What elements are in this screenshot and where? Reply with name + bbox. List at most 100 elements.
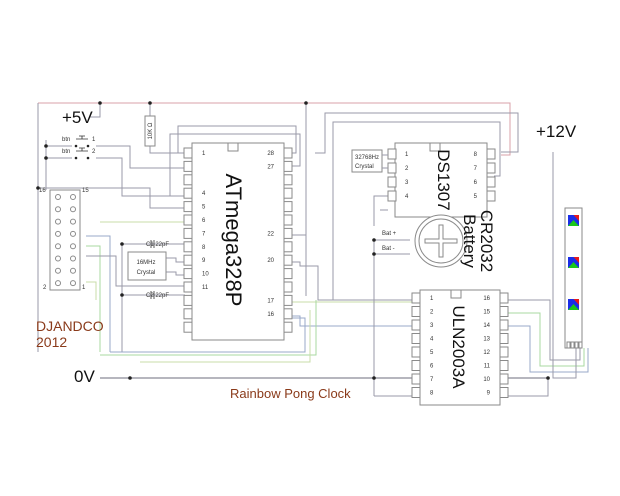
junction bbox=[372, 376, 376, 380]
wire-17 bbox=[290, 301, 425, 311]
wire-loop-1 bbox=[177, 125, 297, 154]
junction bbox=[98, 101, 102, 105]
crystal-body bbox=[351, 149, 383, 173]
rtc-pin-label: 7 bbox=[474, 166, 478, 172]
wire-xtal-1 bbox=[166, 257, 185, 263]
mcu-pin bbox=[183, 254, 193, 266]
capacitor-c1: C1 22pF bbox=[146, 240, 169, 248]
mcu-pin-label: 8 bbox=[202, 245, 206, 251]
crystal-label: Crystal bbox=[355, 164, 374, 170]
mcu-pin-label: 27 bbox=[267, 164, 274, 170]
wire-res-bottom bbox=[149, 146, 185, 154]
junction bbox=[128, 376, 132, 380]
battery-model: CR2032 bbox=[477, 210, 496, 272]
junction bbox=[120, 242, 124, 246]
junction bbox=[120, 293, 124, 297]
driver-pin bbox=[499, 387, 509, 398]
battery-label: Battery bbox=[460, 214, 479, 268]
connector-hole bbox=[55, 255, 61, 262]
connector-hole bbox=[70, 243, 76, 250]
mcu-pin bbox=[183, 214, 193, 226]
wire-xtal-2 bbox=[166, 271, 185, 276]
mcu-pin bbox=[283, 187, 293, 199]
crystal-body bbox=[127, 251, 167, 281]
mcu-pin bbox=[283, 241, 293, 253]
wire-conn-blue-1 bbox=[86, 235, 111, 352]
connector-pin-2: 2 bbox=[43, 285, 47, 291]
battery-inner bbox=[418, 218, 464, 264]
author-label: DJANDCO bbox=[36, 318, 104, 334]
rtc-pin bbox=[486, 190, 496, 202]
mcu-pin bbox=[283, 294, 293, 306]
mcu-pin-label: 11 bbox=[202, 285, 209, 291]
rgb-led-red bbox=[573, 257, 579, 263]
connector-hole bbox=[70, 267, 76, 274]
capacitor-c2: C2 22pF bbox=[146, 291, 169, 299]
connector-hole bbox=[55, 243, 61, 250]
connector-hole bbox=[70, 255, 76, 262]
wire-ds-3 bbox=[373, 195, 388, 226]
rtc-pin bbox=[387, 190, 397, 202]
driver-pin-label: 11 bbox=[484, 364, 491, 370]
rtc-pin bbox=[486, 176, 496, 188]
wire-5v-rail bbox=[38, 102, 511, 156]
resistor-10k: 10K Ω bbox=[144, 115, 156, 147]
rtc-pin-label: 6 bbox=[474, 180, 478, 186]
connector-hole bbox=[70, 218, 76, 225]
strip-pad bbox=[574, 341, 579, 349]
junction bbox=[546, 376, 550, 380]
driver-pin bbox=[499, 306, 509, 317]
button-contact bbox=[74, 144, 78, 148]
mcu-pin-label: 28 bbox=[267, 151, 274, 157]
wire-conn-green-1 bbox=[86, 245, 101, 352]
mcu-pin bbox=[183, 174, 193, 186]
wire-uln-16 bbox=[506, 299, 581, 361]
rgb-led-red bbox=[573, 215, 579, 221]
plus-icon bbox=[424, 224, 458, 258]
rtc-pin bbox=[387, 162, 397, 174]
button-contact bbox=[74, 156, 78, 160]
mcu-pin bbox=[183, 268, 193, 280]
battery-cr2032: CR2032 Battery Bat + Bat - bbox=[382, 210, 496, 272]
mcu-pin bbox=[283, 281, 293, 293]
header-connector: 16 15 2 1 bbox=[39, 188, 89, 291]
connector-hole bbox=[55, 206, 61, 213]
driver-pin-label: 15 bbox=[483, 310, 490, 316]
connector-pin-15: 15 bbox=[82, 188, 89, 194]
button-contact bbox=[86, 156, 90, 160]
wire-bottom-green bbox=[100, 300, 317, 356]
wire-5v-label bbox=[90, 103, 101, 118]
driver-pin bbox=[499, 373, 509, 385]
mcu-pin bbox=[283, 174, 293, 186]
schematic-title: Rainbow Pong Clock bbox=[230, 386, 351, 401]
mcu-pin bbox=[183, 147, 193, 159]
driver-pin-label: 5 bbox=[430, 350, 434, 356]
wire-uln-14 bbox=[506, 325, 589, 373]
driver-pin bbox=[499, 292, 509, 304]
driver-pin-label: 3 bbox=[430, 323, 434, 329]
driver-pin bbox=[499, 333, 509, 344]
wire-conn-gray-2 bbox=[86, 255, 185, 287]
driver-pin bbox=[411, 373, 421, 385]
connector-hole bbox=[70, 280, 76, 287]
driver-pin-label: 2 bbox=[430, 310, 434, 316]
button-2: btn 2 bbox=[62, 147, 96, 160]
wire-conn-lgreen bbox=[86, 281, 97, 300]
rail-label-12v: +12V bbox=[536, 122, 577, 141]
strip-pad bbox=[578, 341, 583, 349]
connector-pin-16: 16 bbox=[39, 188, 46, 194]
driver-pin bbox=[499, 346, 509, 358]
rgb-led-green bbox=[568, 262, 579, 268]
mcu-name: ATmega328P bbox=[221, 174, 246, 307]
mcu-pin-label: 6 bbox=[202, 218, 206, 224]
mcu-pin-label: 1 bbox=[202, 151, 206, 157]
led-strip bbox=[564, 207, 583, 349]
crystal-label: Crystal bbox=[137, 270, 156, 276]
button-1: btn 1 bbox=[62, 135, 96, 148]
rtc-pin-label: 1 bbox=[405, 152, 409, 158]
mcu-pin bbox=[183, 160, 193, 172]
connector-hole bbox=[55, 267, 61, 274]
crystal-32khz: 32768Hz Crystal bbox=[351, 149, 388, 173]
